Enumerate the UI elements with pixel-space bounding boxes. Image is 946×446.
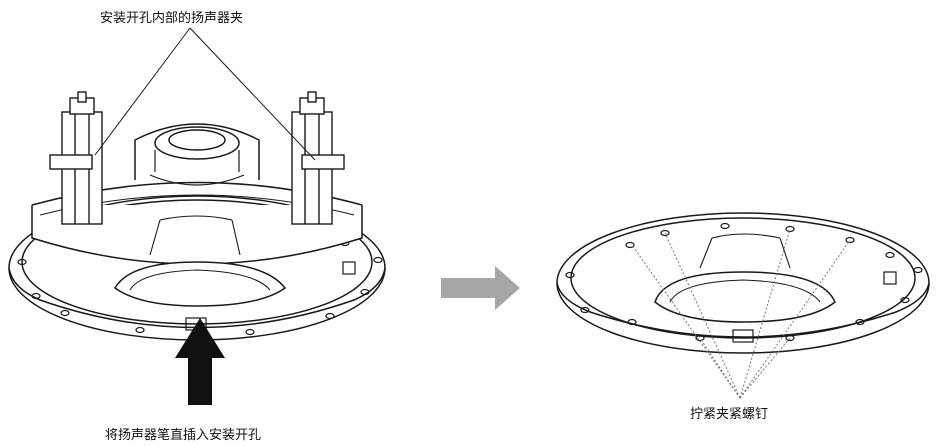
clamps-callout-lines: [94, 27, 316, 161]
clamp-right: [291, 91, 345, 225]
speaker-left: [8, 91, 386, 341]
clamps-label: 安装开孔内部的扬声器夹: [100, 11, 244, 26]
insert-instruction-label: 将扬声器笔直插入安装开孔: [105, 428, 262, 443]
woofer-opening: [114, 261, 287, 307]
flange-tag: [342, 261, 356, 275]
tweeter-top: [154, 126, 240, 160]
right-arrow-icon: [441, 266, 520, 310]
screws-dotted-leaders: [631, 228, 851, 399]
clamp-left: [49, 91, 103, 225]
up-arrow-icon: [175, 318, 225, 405]
tighten-screws-label: 拧紧夹紧螺钉: [690, 407, 769, 422]
speaker-right: [556, 212, 930, 354]
